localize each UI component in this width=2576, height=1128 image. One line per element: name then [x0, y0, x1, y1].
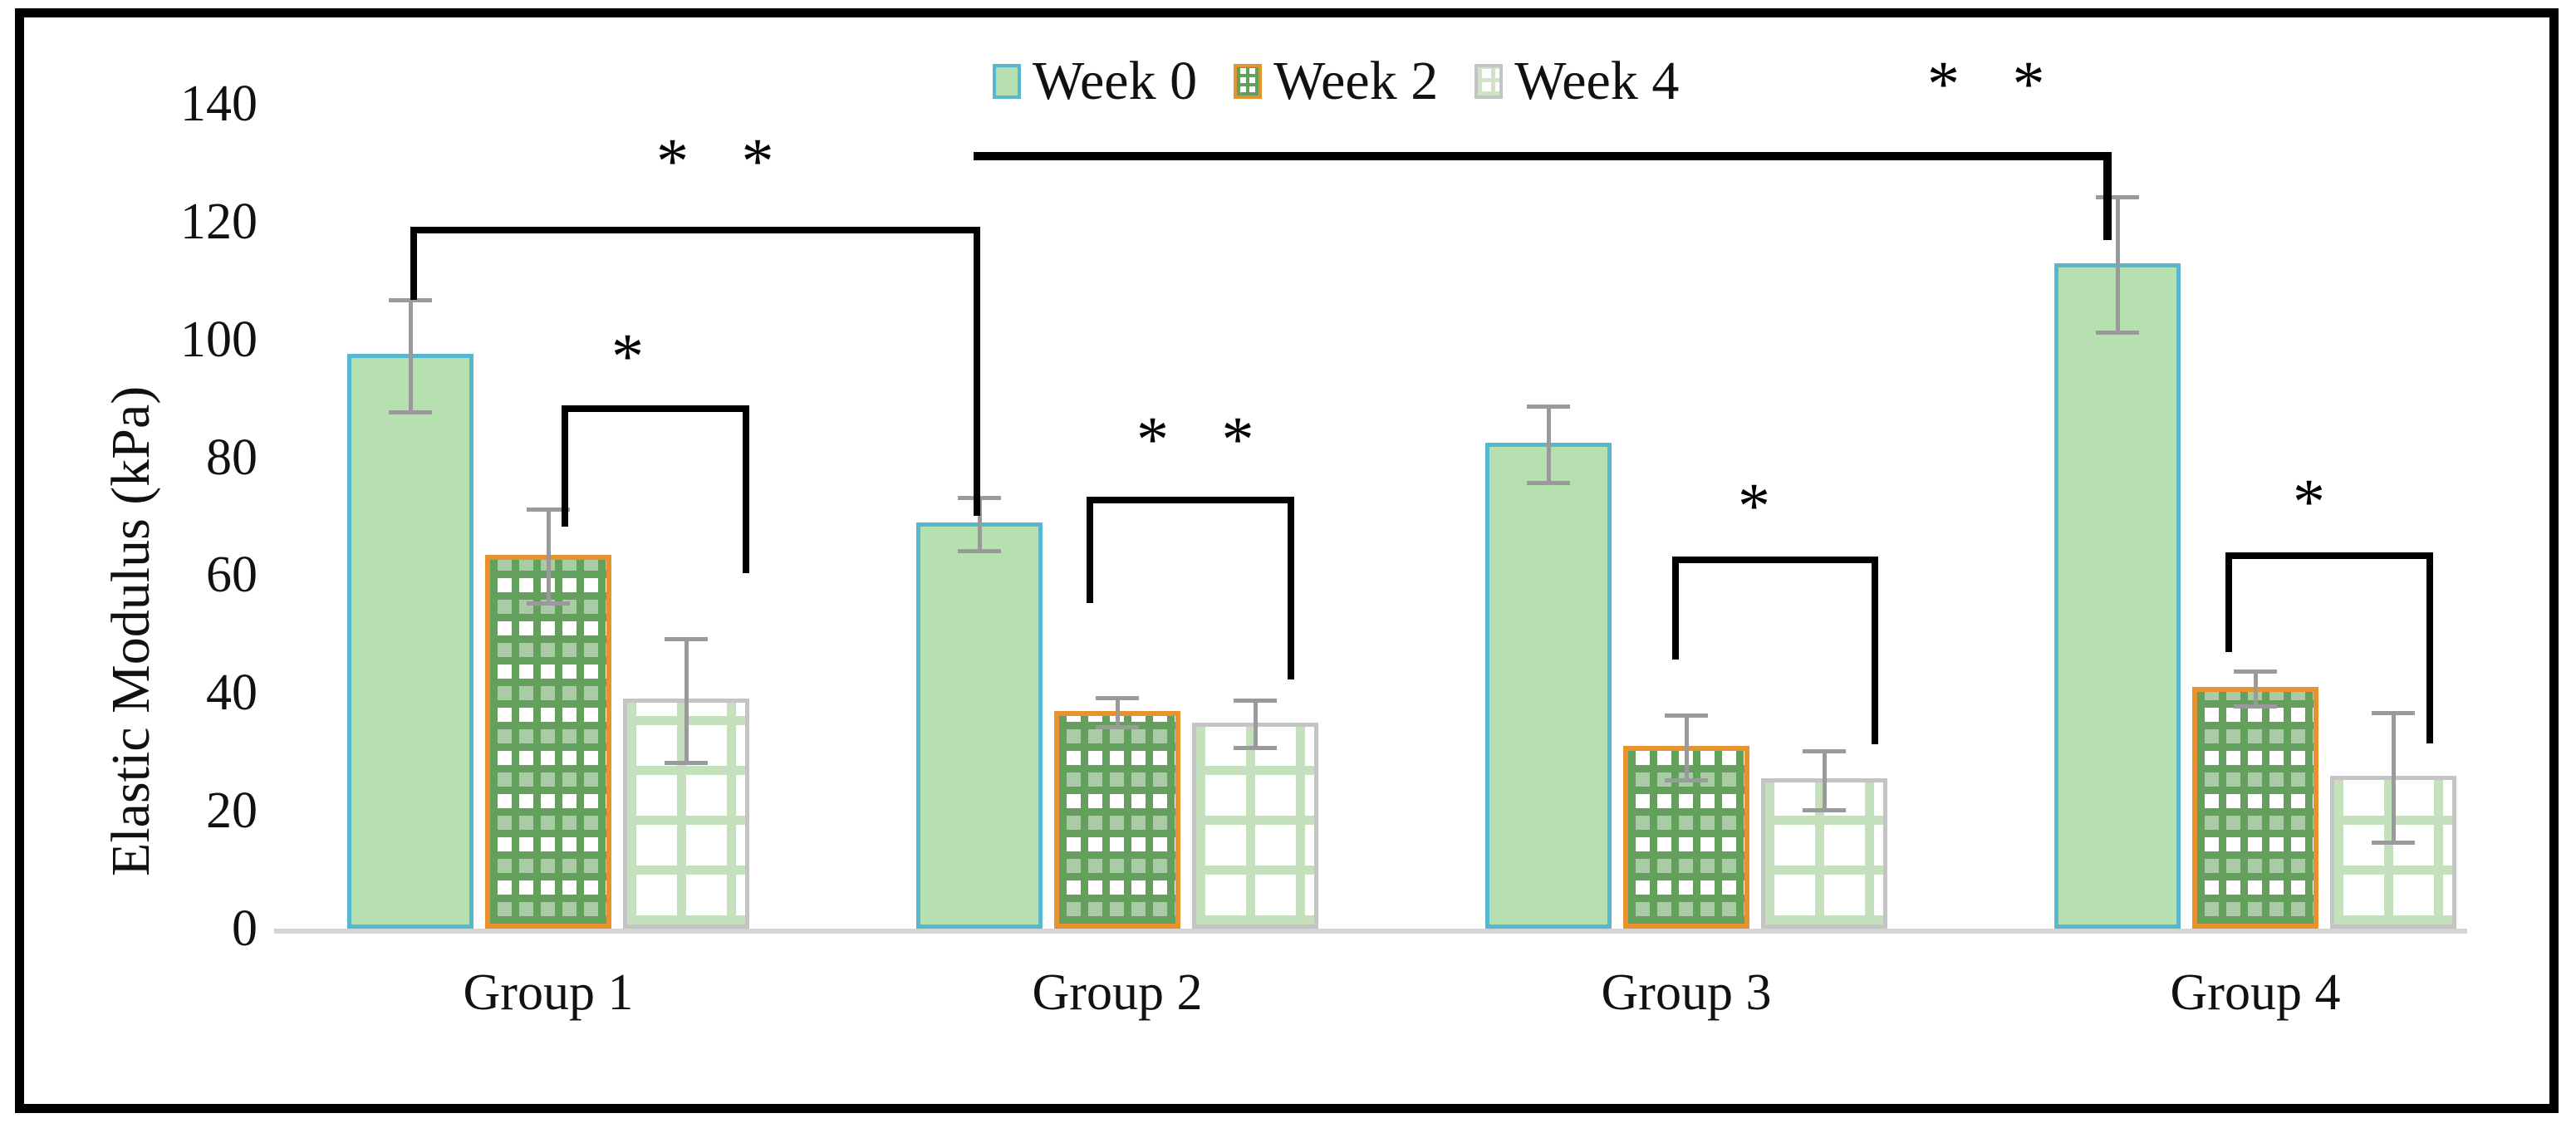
sig-bracket-segment — [562, 405, 749, 412]
sig-bracket-segment — [974, 227, 980, 516]
sig-bracket-segment — [1872, 557, 1878, 744]
y-axis-tick-label: 80 — [206, 429, 258, 486]
error-bar-cap — [665, 760, 708, 765]
error-bar-week0-group-4 — [2116, 194, 2120, 331]
error-bar-cap — [958, 548, 1001, 553]
sig-bracket-segment — [974, 152, 2110, 160]
error-bar-cap — [1234, 699, 1277, 704]
legend-item-week4[interactable]: Week 4 — [1474, 50, 1679, 113]
error-bar-week2-group-4 — [2254, 669, 2258, 705]
sig-bracket-segment — [1288, 497, 1294, 679]
legend-item-week0[interactable]: Week 0 — [993, 50, 1197, 113]
error-bar-cap — [2234, 669, 2277, 674]
chart-legend: Week 0 Week 2 Week 4 — [993, 50, 1679, 113]
error-bar-week2-group-1 — [547, 507, 551, 602]
error-bar-cap — [1665, 714, 1708, 718]
error-bar-cap — [2372, 840, 2415, 845]
sig-bracket-segment — [1672, 557, 1878, 563]
sig-bracket-segment — [743, 405, 749, 573]
error-bar-cap — [1803, 748, 1846, 753]
bar-week4-group-2 — [1192, 722, 1318, 929]
week4-swatch-icon — [1474, 64, 1504, 99]
error-bar-cap — [2234, 704, 2277, 709]
error-bar-week4-group-4 — [2392, 710, 2396, 841]
sig-bracket-segment — [410, 227, 417, 300]
week0-swatch-icon — [993, 64, 1021, 99]
error-bar-week0-group-3 — [1547, 404, 1551, 481]
bar-week0-group-1 — [347, 354, 473, 929]
error-bar-week2-group-2 — [1116, 695, 1120, 726]
x-axis-category-3: Group 3 — [1601, 964, 1772, 1021]
bar-week2-group-4 — [2192, 687, 2318, 929]
error-bar-cap — [1096, 695, 1139, 700]
x-axis-category-1: Group 1 — [463, 964, 634, 1021]
bar-week2-group-3 — [1623, 746, 1749, 929]
sig-bracket-segment — [410, 227, 980, 233]
y-axis-tick-label: 20 — [206, 782, 258, 840]
error-bar-week4-group-3 — [1823, 748, 1827, 808]
error-bar-cap — [1527, 480, 1570, 485]
legend-item-label: Week 0 — [1033, 51, 1198, 111]
bar-week2-group-2 — [1054, 710, 1180, 929]
bar-week2-group-1 — [485, 554, 611, 929]
legend-item-label: Week 4 — [1514, 51, 1680, 111]
sig-bracket-segment — [2225, 552, 2433, 559]
y-axis-tick-label: 100 — [180, 311, 258, 368]
error-bar-cap — [1527, 404, 1570, 409]
legend-item-label: Week 2 — [1273, 51, 1439, 111]
week2-swatch-icon — [1234, 64, 1263, 99]
bar-week0-group-4 — [2054, 262, 2181, 929]
significance-star-label: * — [611, 320, 662, 392]
x-axis-category-2: Group 2 — [1032, 964, 1203, 1021]
error-bar-cap — [389, 298, 432, 303]
x-axis-category-4: Group 4 — [2170, 964, 2341, 1021]
significance-star-label: * * — [656, 125, 792, 197]
error-bar-cap — [527, 601, 570, 606]
significance-star-label: * * — [1927, 47, 2063, 120]
error-bar-cap — [2096, 331, 2139, 336]
error-bar-cap — [1665, 778, 1708, 783]
y-axis-tick-label: 0 — [232, 900, 258, 957]
y-axis-tick-label: 60 — [206, 547, 258, 604]
error-bar-cap — [1234, 746, 1277, 751]
sig-bracket-segment — [1672, 557, 1679, 660]
bar-week0-group-3 — [1485, 442, 1612, 929]
significance-star-label: * — [2293, 465, 2343, 537]
sig-bracket-segment — [2103, 152, 2112, 240]
significance-star-label: * — [1738, 469, 1788, 542]
error-bar-cap — [527, 507, 570, 512]
sig-bracket-segment — [562, 405, 568, 527]
error-bar-week2-group-3 — [1685, 714, 1689, 779]
error-bar-cap — [665, 636, 708, 641]
bar-week0-group-2 — [916, 522, 1043, 929]
legend-item-week2[interactable]: Week 2 — [1234, 50, 1438, 113]
x-axis-baseline — [274, 929, 2467, 934]
y-axis-tick-label: 120 — [180, 193, 258, 250]
error-bar-week4-group-2 — [1254, 699, 1258, 747]
error-bar-cap — [2096, 194, 2139, 199]
y-axis-tick-label: 140 — [180, 76, 258, 132]
error-bar-week0-group-2 — [978, 495, 982, 549]
error-bar-cap — [1096, 725, 1139, 730]
error-bar-cap — [389, 410, 432, 414]
error-bar-week4-group-1 — [684, 636, 689, 761]
error-bar-week0-group-1 — [409, 298, 413, 410]
significance-star-label: * * — [1136, 403, 1273, 475]
sig-bracket-segment — [1087, 497, 1093, 603]
error-bar-cap — [2372, 710, 2415, 715]
error-bar-cap — [1803, 807, 1846, 812]
sig-bracket-segment — [1087, 497, 1294, 503]
sig-bracket-segment — [2426, 552, 2433, 743]
sig-bracket-segment — [2225, 552, 2232, 652]
y-axis-tick-label: 40 — [206, 665, 258, 722]
